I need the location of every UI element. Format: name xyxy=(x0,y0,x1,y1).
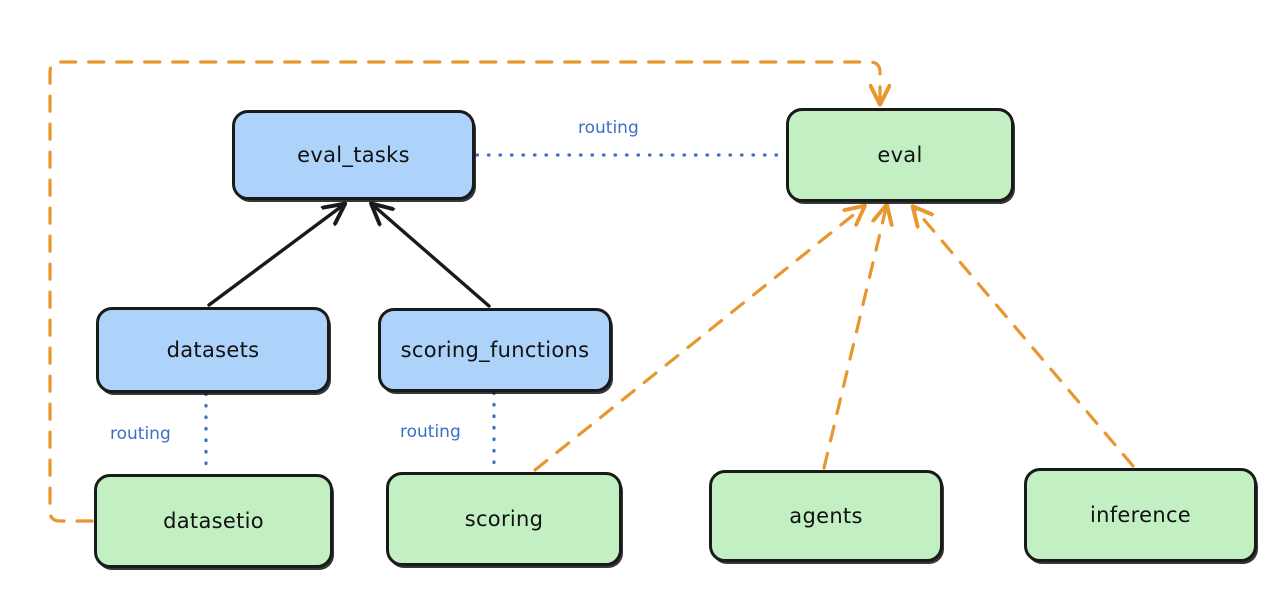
node-inference[interactable]: inference xyxy=(1024,468,1257,562)
node-scoring_functions[interactable]: scoring_functions xyxy=(378,308,612,392)
node-inference-label: inference xyxy=(1089,503,1192,527)
edge-label-routing-datasets-datasetio: routing xyxy=(110,424,171,444)
edge-label-routing-scoring_functions-scoring: routing xyxy=(400,422,461,442)
edge-datasetio-to-eval xyxy=(48,60,880,523)
edge-inference-to-eval xyxy=(915,209,1135,468)
edge-label-routing-eval_tasks-eval: routing xyxy=(578,118,639,138)
node-agents-label: agents xyxy=(789,504,863,528)
node-eval_tasks-label: eval_tasks xyxy=(297,143,410,167)
node-agents[interactable]: agents xyxy=(709,470,943,562)
node-datasetio[interactable]: datasetio xyxy=(94,474,333,568)
node-eval_tasks[interactable]: eval_tasks xyxy=(232,110,475,200)
node-datasets-label: datasets xyxy=(166,338,260,362)
node-eval[interactable]: eval xyxy=(786,108,1014,202)
edge-agents-to-eval xyxy=(822,208,886,470)
node-datasets[interactable]: datasets xyxy=(96,307,330,393)
node-datasetio-label: datasetio xyxy=(163,509,264,533)
edge-datasets-to-eval_tasks xyxy=(207,206,342,307)
node-scoring-label: scoring xyxy=(464,507,544,531)
edge-scoring-to-eval xyxy=(533,208,862,472)
node-scoring_functions-label: scoring_functions xyxy=(400,338,590,362)
edge-scoring_functions-to-eval_tasks xyxy=(374,206,491,308)
node-eval-label: eval xyxy=(877,143,923,167)
node-scoring[interactable]: scoring xyxy=(386,472,622,566)
